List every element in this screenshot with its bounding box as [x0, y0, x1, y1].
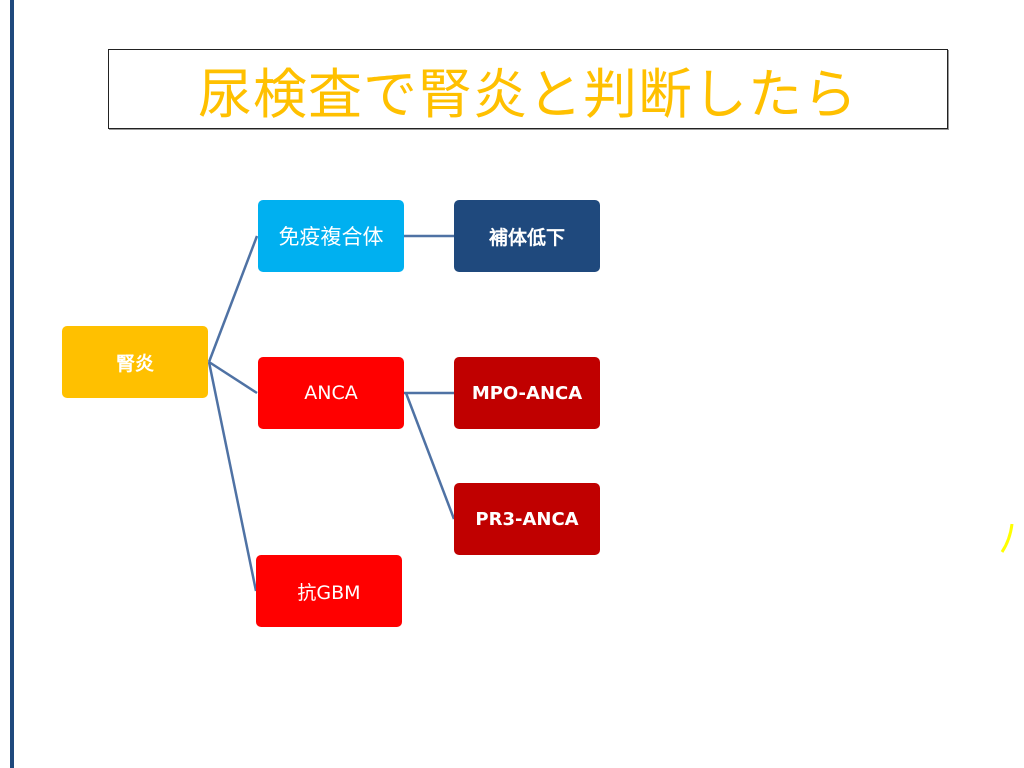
node-nephritis: 腎炎: [62, 326, 208, 398]
node-mpo-anca-label: MPO-ANCA: [471, 382, 583, 404]
node-anti-gbm-label: 抗GBM: [297, 581, 361, 604]
node-anca: ANCA: [258, 357, 404, 429]
slide-title: 尿検査で腎炎と判断したら: [198, 62, 858, 126]
node-complement-low-label: 補体低下: [488, 226, 565, 249]
node-complement-low: 補体低下: [454, 200, 600, 272]
connector-anca-to-pr3: [404, 392, 456, 520]
node-immune-complex-label: 免疫複合体: [278, 225, 384, 249]
decorative-arc: [1000, 523, 1014, 553]
node-pr3-anca: PR3-ANCA: [454, 483, 600, 555]
node-anti-gbm: 抗GBM: [256, 555, 402, 627]
node-pr3-anca-label: PR3-ANCA: [475, 508, 579, 530]
node-nephritis-label: 腎炎: [115, 352, 154, 375]
node-immune-complex: 免疫複合体: [258, 200, 404, 272]
node-anca-label: ANCA: [304, 382, 358, 404]
connector-root-to-anca: [208, 360, 258, 395]
title-box: 尿検査で腎炎と判断したら: [108, 49, 948, 129]
connector-root-to-immune-complex: [207, 235, 259, 363]
node-mpo-anca: MPO-ANCA: [454, 357, 600, 429]
connector-root-to-anti-gbm: [207, 361, 258, 592]
slide-accent-bar: [10, 0, 14, 768]
